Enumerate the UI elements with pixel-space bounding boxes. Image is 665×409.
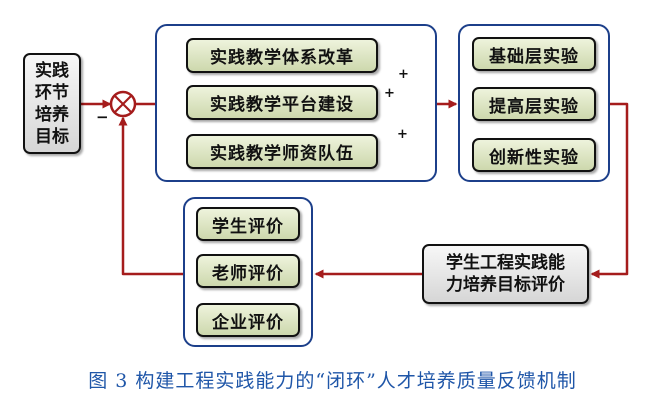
student-evaluation-box: 学生评价: [196, 207, 300, 241]
innovative-experiment-box: 创新性实验: [472, 138, 596, 172]
figure-caption: 图 3 构建工程实践能力的“闭环”人才培养质量反馈机制: [88, 370, 577, 392]
plus-sign-middle: +: [384, 86, 395, 101]
input-summing-junction: [109, 90, 137, 118]
minus-sign: −: [96, 108, 109, 126]
basic-experiment-box: 基础层实验: [472, 37, 596, 71]
teaching-platform-box: 实践教学平台建设: [186, 85, 378, 120]
teaching-faculty-box: 实践教学师资队伍: [186, 134, 378, 169]
feedback-arrow: [118, 116, 183, 276]
experiments-to-ability-arrow: [590, 102, 629, 279]
plus-sign-bottom: +: [397, 127, 408, 142]
advanced-experiment-box: 提高层实验: [472, 87, 596, 121]
training-goal-box: 实践 环节 培养 目标: [23, 53, 81, 154]
plus-sign-top: +: [398, 67, 409, 82]
teacher-evaluation-box: 老师评价: [196, 254, 300, 288]
enterprise-evaluation-box: 企业评价: [196, 303, 300, 337]
teaching-system-reform-box: 实践教学体系改革: [186, 38, 378, 73]
ability-goal-evaluation-box: 学生工程实践能 力培养目标评价: [422, 244, 589, 304]
